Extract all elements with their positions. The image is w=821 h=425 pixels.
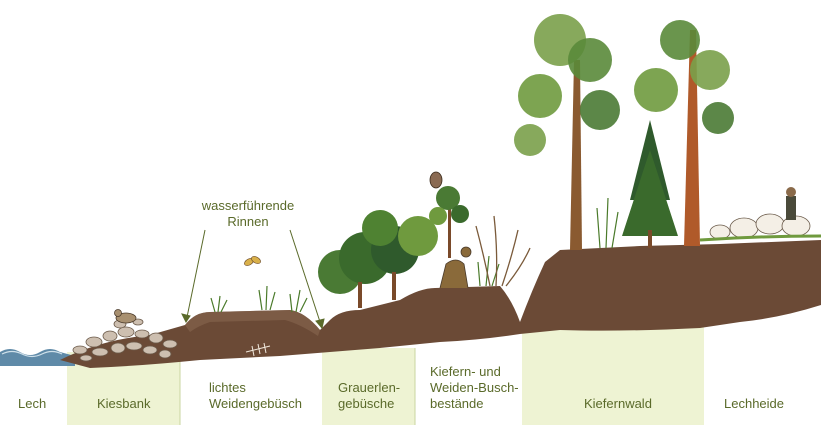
zone-label-kiesbank: Kiesbank [97,396,151,411]
butterfly-icon [244,256,261,266]
sheep-flock-icon [709,213,811,240]
willow-bush [475,215,531,287]
zone-band-grauerlen [322,348,415,425]
annotation-water-channels: wasserführende Rinnen [198,198,298,230]
zone-label-lechheide: Lechheide [724,396,784,411]
zone-label-busch: Kiefern- und Weiden-Busch- bestände [430,364,519,411]
perched-bird-icon [429,171,443,189]
heath-grass [699,234,821,242]
annotation-line-2: Rinnen [227,214,269,229]
zone-label-grauerlen: Grauerlen- gebüsche [338,380,401,411]
soil-profile [60,240,821,368]
spruce-tree [622,120,678,248]
tall-pine-right [634,20,734,246]
water-wave [1,350,63,358]
deer-icon [439,246,472,289]
bird-icon [114,309,137,324]
tall-pine-left [514,14,620,250]
zone-label-kiefernwald: Kiefernwald [584,396,652,411]
zone-label-weidengebuesch: lichtes Weidengebüsch [209,380,302,411]
grass-tufts [210,197,619,313]
fossil-fish-icon [245,342,271,357]
soil-topsoil [185,310,320,336]
annotation-line-1: wasserführende [201,198,295,213]
small-pine [429,186,469,258]
zone-label-lech: Lech [18,396,47,411]
shepherd-icon [786,187,796,220]
gravel-bank [72,318,178,362]
alder-shrubs [318,210,438,308]
zone-band-kiefernwald [522,318,704,425]
annotation-arrows [181,229,325,330]
